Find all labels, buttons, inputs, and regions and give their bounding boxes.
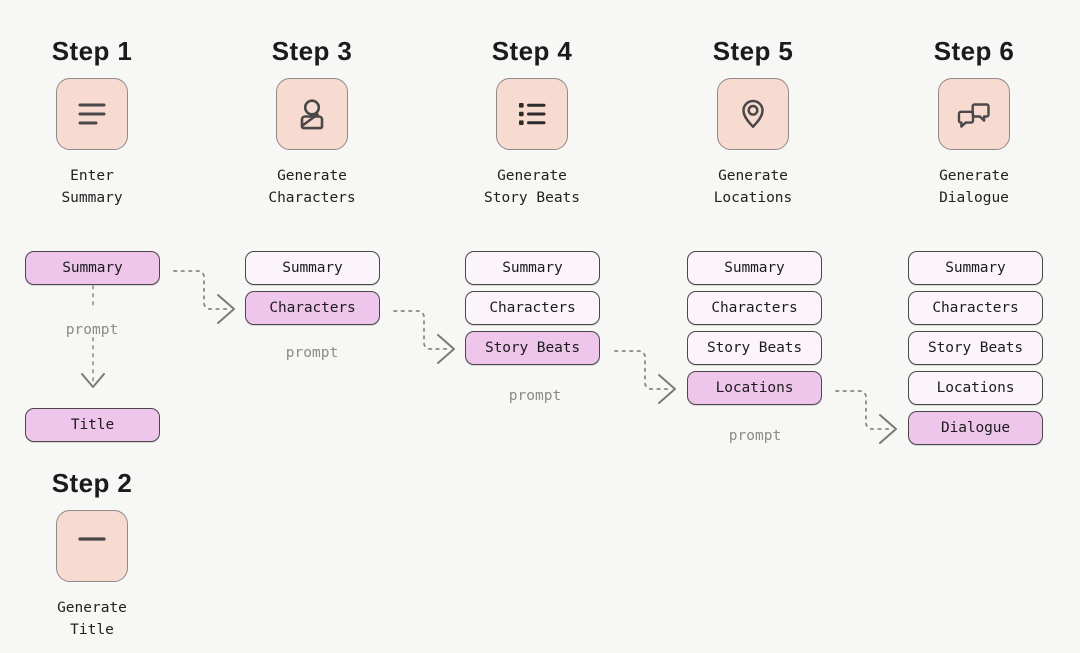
chip-characters[interactable]: Characters: [465, 291, 600, 325]
chip-locations[interactable]: Locations: [687, 371, 822, 405]
step-icon-box: [56, 78, 128, 150]
connector-step5-to-step6: [834, 385, 906, 447]
step-icon-box: [496, 78, 568, 150]
step-icon-box: [56, 510, 128, 582]
chip-story-beats[interactable]: Story Beats: [687, 331, 822, 365]
chip-summary[interactable]: Summary: [465, 251, 600, 285]
step-icon-box: [938, 78, 1010, 150]
chip-story-beats[interactable]: Story Beats: [908, 331, 1043, 365]
chip-summary[interactable]: Summary: [245, 251, 380, 285]
connector-step3-to-step4: [392, 305, 464, 367]
step-title: Step 5: [712, 36, 794, 66]
step-title: Step 4: [491, 36, 573, 66]
chip-dialogue[interactable]: Dialogue: [908, 411, 1043, 445]
step-column-5: Step 5 Generate Locations: [643, 38, 863, 210]
chip-characters[interactable]: Characters: [245, 291, 380, 325]
step-caption: Generate Locations: [713, 168, 793, 206]
connector-vertical-prompt-arrow: [70, 285, 116, 401]
step-caption: Generate Story Beats: [483, 168, 581, 206]
step-column-1: Step 1 Enter Summary: [0, 38, 202, 210]
step-caption: Generate Title: [57, 600, 127, 638]
step-column-3: Step 3 Generate Characters: [202, 38, 422, 210]
step-title: Step 6: [933, 36, 1015, 66]
step-title: Step 3: [271, 36, 353, 66]
step-column-6: Step 6 Generate Dialogue: [864, 38, 1080, 210]
chip-characters[interactable]: Characters: [908, 291, 1043, 325]
step-title: Step 2: [51, 468, 133, 498]
step-caption: Generate Characters: [268, 168, 356, 206]
person-icon: [300, 99, 324, 130]
step-column-2: Step 2 Generate Title: [0, 470, 202, 642]
connector-step1-to-step3: [172, 265, 244, 327]
step-icon-box: [276, 78, 348, 150]
step-title: Step 1: [51, 36, 133, 66]
chip-summary[interactable]: Summary: [908, 251, 1043, 285]
chip-characters[interactable]: Characters: [687, 291, 822, 325]
chip-locations[interactable]: Locations: [908, 371, 1043, 405]
step-column-4: Step 4 Generate Story Beats: [422, 38, 642, 210]
chip-summary[interactable]: Summary: [25, 251, 160, 285]
prompt-label: prompt: [508, 388, 562, 404]
connector-step4-to-step5: [613, 345, 685, 407]
map-pin-icon: [742, 99, 764, 128]
step-caption: Generate Dialogue: [939, 168, 1009, 206]
prompt-label: prompt: [285, 345, 339, 361]
text-lines-icon: [78, 103, 106, 125]
chip-summary[interactable]: Summary: [687, 251, 822, 285]
chip-story-beats[interactable]: Story Beats: [465, 331, 600, 365]
prompt-label: prompt: [65, 322, 119, 338]
step-caption: Enter Summary: [61, 168, 123, 206]
step-icon-box: [717, 78, 789, 150]
chip-title-output[interactable]: Title: [25, 408, 160, 442]
prompt-label: prompt: [728, 428, 782, 444]
single-line-icon: [78, 537, 106, 541]
speech-bubbles-icon: [957, 103, 990, 128]
bullet-list-icon: [519, 103, 546, 125]
